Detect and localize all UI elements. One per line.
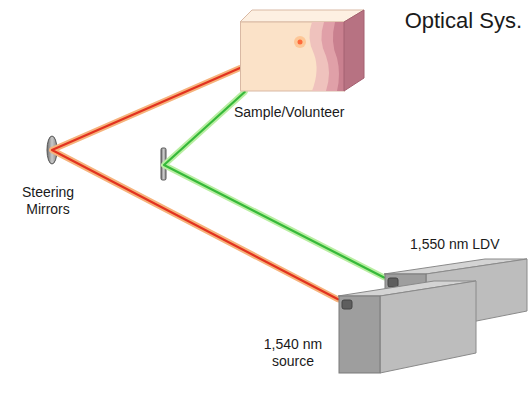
node-label: 1,540 nm source [254, 336, 332, 370]
beam-glow [164, 92, 384, 277]
diagram-title: Optical Sys. [405, 8, 522, 34]
part-label: Steering Mirrors [8, 184, 88, 218]
node-label: 1,550 nm LDV [410, 236, 526, 253]
laser-beam [164, 92, 384, 277]
device-box: 1,540 nm source [338, 280, 478, 375]
beam-core [164, 92, 384, 277]
node-label: Sample/Volunteer [234, 104, 374, 121]
device-box [338, 280, 478, 375]
sample-block: Sample/Volunteer [240, 8, 365, 92]
tissue-sample [240, 8, 365, 92]
